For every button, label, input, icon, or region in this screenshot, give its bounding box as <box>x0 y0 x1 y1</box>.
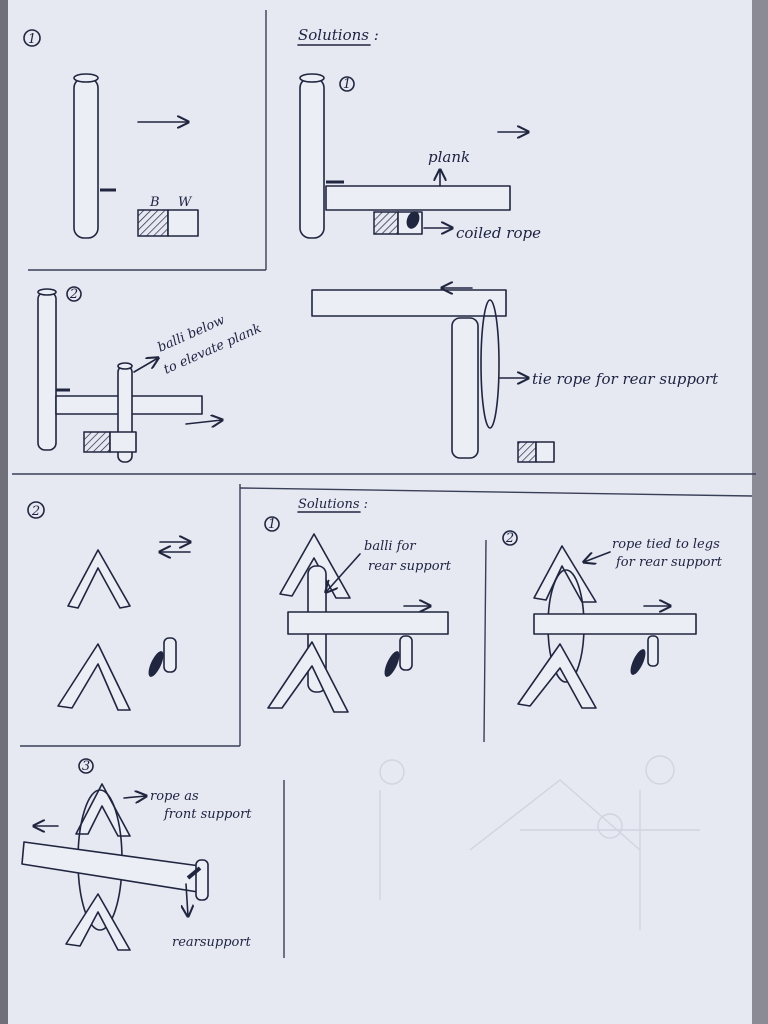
solutions-2-title: Solutions : <box>298 497 368 512</box>
white-box <box>167 209 199 237</box>
solution-2-step-2-number: 2 <box>505 531 514 546</box>
page-edge <box>752 0 768 1024</box>
problem-2: 2 <box>27 501 190 711</box>
plank <box>311 289 507 317</box>
section-dividers <box>12 10 756 958</box>
solution-1-step-1-number: 1 <box>343 77 351 92</box>
front-support-label-line1: rope as <box>150 789 199 804</box>
solution-2-step-3-number: 3 <box>82 759 90 774</box>
rope-loop <box>480 299 500 429</box>
plank-label: plank <box>428 148 470 166</box>
balli-rear-label-line1: balli for <box>364 539 416 554</box>
balli-rear-label-line2: rear support <box>368 559 452 574</box>
coiled-rope-icon <box>406 211 420 229</box>
plank <box>325 185 511 211</box>
show-through-marks <box>379 755 700 930</box>
pole <box>451 317 479 459</box>
problem-2-number: 2 <box>31 504 40 519</box>
solution-2-step-1-number: 1 <box>268 517 276 532</box>
vertical-pole <box>73 77 99 239</box>
problem-1-number: 1 <box>28 32 36 47</box>
pole <box>299 77 325 239</box>
plank <box>533 613 697 635</box>
solution-1-step-2-number: 2 <box>69 287 78 302</box>
a-frame-leg-bottom <box>57 643 131 711</box>
plank <box>287 611 449 635</box>
rear-support-label: rearsupport <box>172 935 252 950</box>
box-label-b: B <box>149 195 160 210</box>
solutions-1-title: Solutions : <box>298 26 379 44</box>
coiled-rope-label: coiled rope <box>456 224 541 242</box>
black-box <box>137 209 169 237</box>
rope-legs-label-line2: for rear support <box>615 555 723 570</box>
paper <box>8 0 760 1024</box>
front-support-label-line2: front support <box>163 807 252 822</box>
a-frame-leg-top <box>67 549 131 609</box>
rope-legs-label-line1: rope tied to legs <box>612 537 720 552</box>
tie-rope-label: tie rope for rear support <box>532 370 719 388</box>
problem-1: 1 B W <box>23 29 199 239</box>
problem-number-circle <box>23 29 41 47</box>
box-label-w: W <box>178 195 193 210</box>
solutions-2: Solutions : 1 balli for rear support 2 r… <box>21 497 723 951</box>
